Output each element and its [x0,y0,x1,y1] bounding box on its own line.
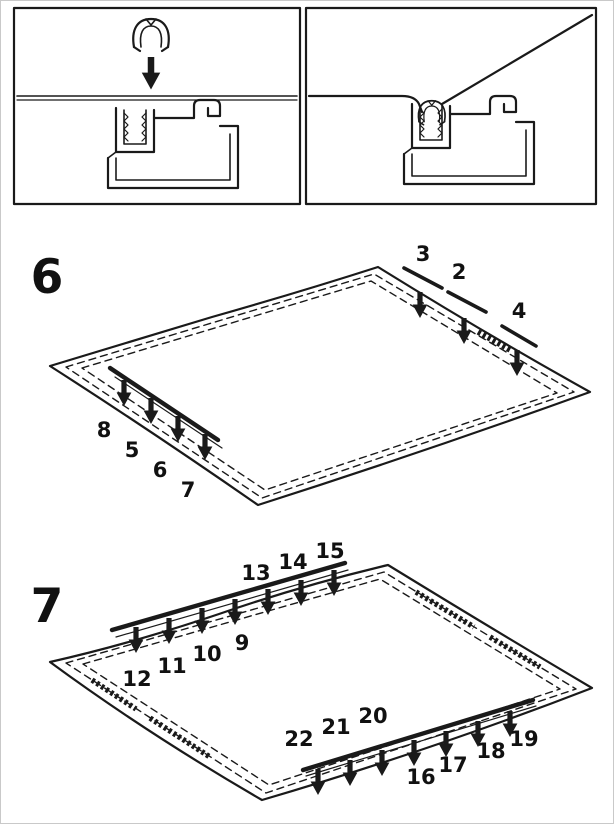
step-7-figure: 7 [31,539,594,802]
rail-piece-top-edge [115,569,349,638]
profile-cross-section-icon [402,94,536,186]
callout-number: 4 [512,299,527,323]
detail-panel-insert [12,6,302,206]
callout-number: 14 [278,550,307,574]
detail-panel-result [304,6,598,206]
callout-number: 15 [315,539,344,563]
insert-arrow-icon [406,740,422,766]
callout-number: 16 [406,765,435,789]
callout-number: 17 [438,753,467,777]
clip-profile-icon [132,17,170,53]
installed-rail-mark [488,634,542,670]
panel-border [12,6,302,206]
callout-number: 13 [241,561,270,585]
callout-number: 12 [122,667,151,691]
insert-arrow-icon [260,589,276,615]
callout-number: 9 [235,631,250,655]
callout-number: 20 [358,704,387,728]
insert-arrow-icon [310,769,326,795]
fabric-edge-spline-line [440,13,594,106]
insert-arrow-icon [197,434,213,460]
callout-number: 6 [153,458,168,482]
rail-piece-4 [500,324,538,348]
callout-number: 19 [509,727,538,751]
callout-number: 8 [97,418,112,442]
panel-border [304,6,598,206]
step-6-figure: 6 3 2 4 8 5 6 7 [31,242,592,507]
callout-number: 7 [181,478,196,502]
rail-piece-3 [402,266,444,290]
installed-rail-mark [148,715,212,760]
callout-number: 2 [452,260,467,284]
callout-number: 21 [321,715,350,739]
press-down-arrow-icon [141,57,161,90]
stitch-line-outer [65,273,575,499]
fabric-into-channel-line [307,94,424,114]
fabric-panel-outline [48,265,592,507]
stitch-line-inner [82,578,561,786]
rail-piece-bottom-edge [305,705,537,777]
step-number: 7 [31,579,64,634]
insert-arrow-icon [128,627,144,653]
callout-number: 10 [192,642,221,666]
rail-piece-bottom [300,697,536,773]
insert-arrow-icon [161,618,177,644]
callout-number: 18 [476,739,505,763]
installed-rail-mark [476,329,512,353]
step-number: 6 [31,250,64,305]
insert-arrow-icon [194,608,210,634]
insert-arrow-icon [326,570,342,596]
installed-rail-mark [414,589,476,630]
rail-piece-top [109,560,348,633]
callout-number: 3 [416,242,431,266]
profile-cross-section-icon [106,98,240,190]
callout-number: 5 [125,438,140,462]
rail-piece-left [107,365,221,443]
rail-piece-2 [446,290,488,314]
insert-arrow-icon [293,580,309,606]
callout-number: 22 [284,727,313,751]
insert-arrow-icon [227,599,243,625]
callout-number: 11 [157,654,186,678]
fabric-panel-outline [48,563,594,802]
